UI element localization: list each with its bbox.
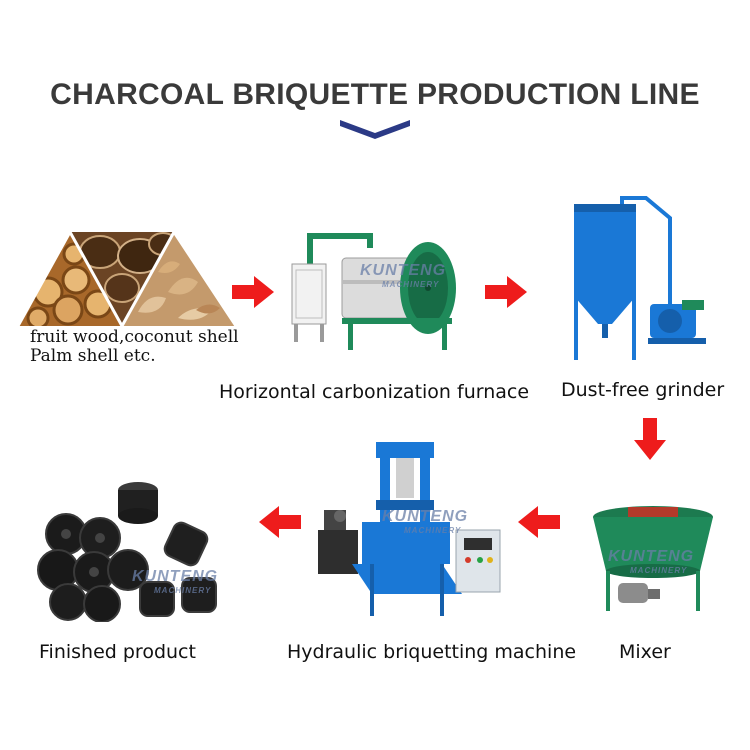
- raw-materials-line-2: Palm shell etc.: [30, 346, 156, 366]
- watermark-press: KUNTENG MACHINERY: [382, 508, 468, 535]
- furnace-label: Horizontal carbonization furnace: [219, 381, 530, 403]
- watermark-furnace: KUNTENG MACHINERY: [360, 262, 446, 289]
- watermark-product: KUNTENG MACHINERY: [132, 568, 218, 595]
- watermark-sub: MACHINERY: [382, 280, 440, 289]
- finished-product-image: [37, 482, 217, 622]
- hydraulic-briquetting-machine-image: [318, 442, 501, 616]
- watermark-sub: MACHINERY: [404, 526, 462, 535]
- watermark-brand: KUNTENG: [132, 568, 219, 585]
- arrow-left-icon: [518, 506, 560, 538]
- raw-materials-line-1: fruit wood,coconut shell: [30, 327, 239, 347]
- arrow-down-icon: [634, 418, 666, 460]
- page-title: CHARCOAL BRIQUETTE PRODUCTION LINE: [50, 78, 700, 111]
- watermark-sub: MACHINERY: [630, 566, 688, 575]
- finished-product-label: Finished product: [39, 641, 196, 663]
- watermark-brand: KUNTENG: [360, 262, 447, 279]
- briquetting-machine-label: Hydraulic briquetting machine: [287, 641, 577, 663]
- watermark-sub: MACHINERY: [154, 586, 212, 595]
- grinder-label: Dust-free grinder: [561, 379, 725, 401]
- chevron-down-icon: [340, 120, 410, 139]
- arrow-left-icon: [259, 506, 301, 538]
- carbonization-furnace-image: [291, 233, 456, 350]
- dust-free-grinder-image: [574, 196, 706, 360]
- raw-materials-label: fruit wood,coconut shell Palm shell etc.: [30, 328, 239, 366]
- mixer-image: [593, 506, 713, 611]
- watermark-brand: KUNTENG: [382, 508, 469, 525]
- arrow-right-icon: [232, 276, 274, 308]
- arrow-right-icon: [485, 276, 527, 308]
- raw-materials-image: [18, 232, 236, 326]
- watermark-mixer: KUNTENG MACHINERY: [608, 548, 694, 575]
- watermark-brand: KUNTENG: [608, 548, 695, 565]
- mixer-label: Mixer: [619, 641, 671, 663]
